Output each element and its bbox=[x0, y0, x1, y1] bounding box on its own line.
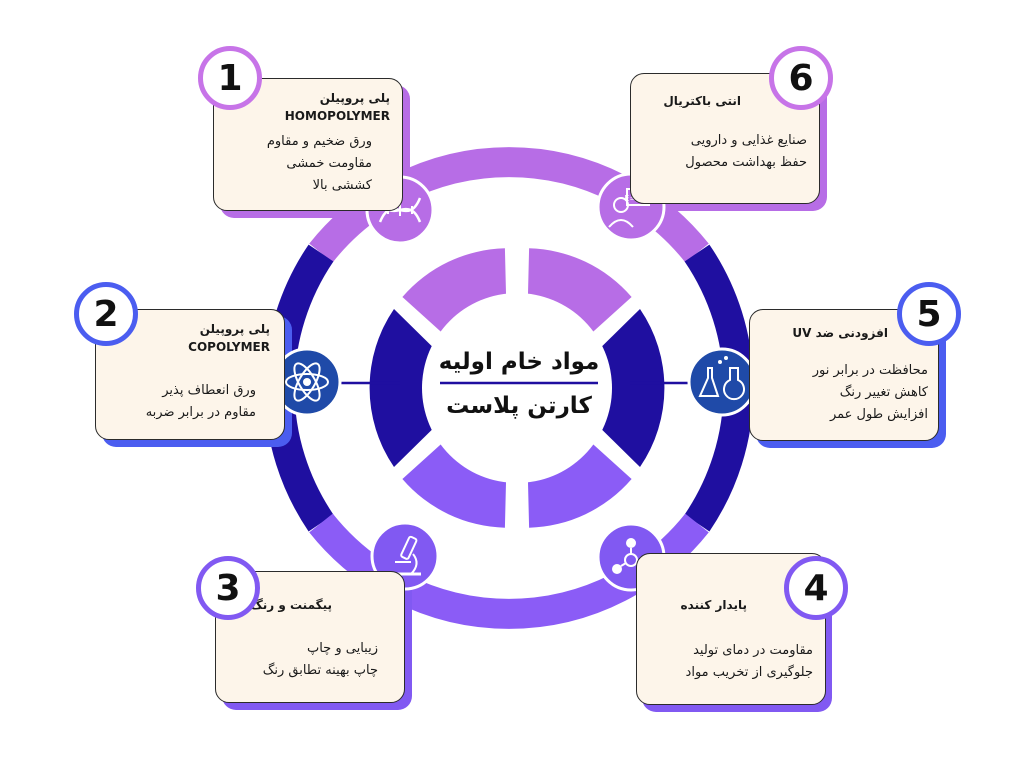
card-2-title: پلی پروپیلن bbox=[199, 322, 270, 336]
card-3-body: زیبایی و چاپ چاپ بهینه تطابق رنگ bbox=[263, 638, 378, 682]
number-badge-3: 3 bbox=[196, 556, 260, 620]
card-2-subtitle: COPOLYMER bbox=[188, 340, 270, 354]
card-3-title: پیگمنت و رنگ bbox=[250, 598, 332, 612]
card-4-body: مقاومت در دمای تولید جلوگیری از تخریب مو… bbox=[686, 640, 813, 684]
card-1-title-block: پلی پروپیلن HOMOPOLYMER bbox=[285, 89, 390, 125]
card-2-line-2: مقاوم در برابر ضربه bbox=[145, 405, 256, 420]
center-title-line2: کارتن پلاست bbox=[446, 393, 592, 419]
flasks-icon bbox=[687, 347, 757, 417]
center-title: مواد خام اولیه کارتن پلاست bbox=[414, 340, 624, 428]
card-2-body: ورق انعطاف پذیر مقاوم در برابر ضربه bbox=[146, 380, 256, 424]
card-5-line-1: محافظت در برابر نور bbox=[812, 363, 928, 378]
card-4-line-2: جلوگیری از تخریب مواد bbox=[685, 665, 813, 680]
card-4-line-1: مقاومت در دمای تولید bbox=[693, 643, 813, 658]
center-title-line1: مواد خام اولیه bbox=[438, 349, 600, 375]
card-5-title: افزودنی ضد UV bbox=[792, 326, 888, 340]
number-badge-5: 5 bbox=[897, 282, 961, 346]
card-4: پایدار کننده مقاومت در دمای تولید جلوگیر… bbox=[636, 553, 826, 705]
card-1-title: پلی پروپیلن bbox=[319, 91, 390, 105]
number-badge-6: 6 bbox=[769, 46, 833, 110]
card-6-body: صنایع غذایی و دارویی حفظ بهداشت محصول bbox=[685, 130, 807, 174]
card-5-body: محافظت در برابر نور کاهش تغییر رنگ افزای… bbox=[813, 360, 928, 426]
card-6-line-1: صنایع غذایی و دارویی bbox=[690, 133, 807, 148]
card-1-body: ورق ضخیم و مقاوم مقاومت خمشی کششی بالا bbox=[267, 131, 372, 197]
card-5-line-2: کاهش تغییر رنگ bbox=[839, 385, 928, 400]
card-1-line-2: مقاومت خمشی bbox=[286, 156, 372, 171]
card-6-line-2: حفظ بهداشت محصول bbox=[685, 155, 807, 170]
number-badge-1: 1 bbox=[198, 46, 262, 110]
card-2-title-block: پلی پروپیلن COPOLYMER bbox=[188, 320, 270, 356]
card-4-title: پایدار کننده bbox=[680, 598, 747, 612]
card-1-line-3: کششی بالا bbox=[312, 178, 372, 193]
number-badge-4: 4 bbox=[784, 556, 848, 620]
center-disc bbox=[422, 293, 612, 483]
card-6: انتی باکتریال صنایع غذایی و دارویی حفظ ب… bbox=[630, 73, 820, 204]
card-3-line-2: چاپ بهینه تطابق رنگ bbox=[262, 663, 378, 678]
card-2-line-1: ورق انعطاف پذیر bbox=[162, 383, 256, 398]
card-6-title: انتی باکتریال bbox=[663, 94, 741, 108]
card-3-line-1: زیبایی و چاپ bbox=[306, 641, 378, 656]
atom-icon bbox=[272, 347, 342, 417]
card-1-line-1: ورق ضخیم و مقاوم bbox=[266, 134, 372, 149]
card-1-subtitle: HOMOPOLYMER bbox=[284, 109, 390, 123]
number-badge-2: 2 bbox=[74, 282, 138, 346]
card-5-line-3: افزایش طول عمر bbox=[829, 407, 928, 422]
